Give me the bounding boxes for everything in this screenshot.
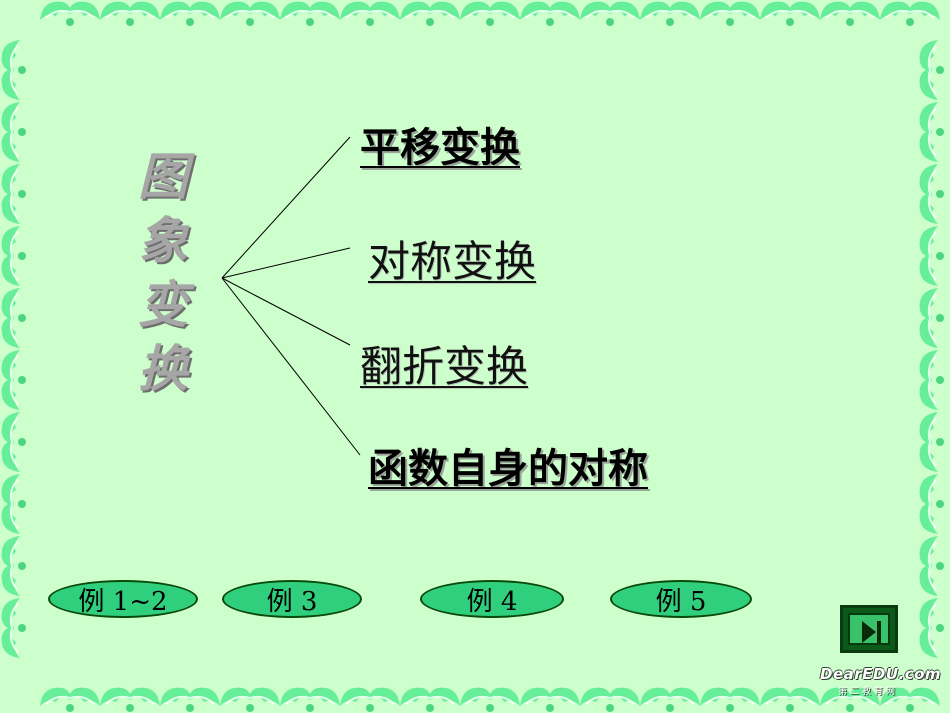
- example-button-3[interactable]: 例 3: [222, 580, 362, 618]
- flower-ornament: [0, 101, 27, 163]
- example-label: 例 5: [655, 586, 707, 617]
- flower-ornament: [459, 686, 521, 713]
- flower-ornament: [579, 686, 641, 713]
- example-button-1[interactable]: 例 1~2: [48, 580, 198, 618]
- title-char: 图: [138, 147, 188, 206]
- vertical-title: 图 象 变 换: [128, 145, 198, 401]
- flower-ornament: [0, 411, 27, 473]
- flower-ornament: [918, 597, 945, 659]
- logo: DearEDU.com: [820, 665, 942, 683]
- flower-ornament: [0, 597, 27, 659]
- logo-subtitle: 第二教育网: [838, 687, 899, 697]
- flower-ornament: [459, 0, 521, 27]
- flower-ornament: [159, 686, 221, 713]
- flower-ornament: [0, 163, 27, 225]
- title-char: 象: [138, 211, 188, 270]
- flower-ornament: [879, 0, 941, 27]
- connector-lines: [221, 136, 361, 456]
- flower-ornament: [99, 0, 161, 27]
- title-char: 变: [138, 275, 188, 334]
- flower-ornament: [0, 225, 27, 287]
- flower-ornament: [0, 349, 27, 411]
- flower-ornament: [279, 0, 341, 27]
- flower-ornament: [579, 0, 641, 27]
- example-label: 例 1~2: [78, 586, 168, 617]
- flower-ornament: [918, 473, 945, 535]
- flower-ornament: [519, 686, 581, 713]
- flower-ornament: [699, 0, 761, 27]
- flower-ornament: [159, 0, 221, 27]
- flower-ornament: [918, 101, 945, 163]
- flower-ornament: [759, 686, 821, 713]
- example-button-5[interactable]: 例 5: [610, 580, 752, 618]
- flower-ornament: [699, 686, 761, 713]
- flower-ornament: [0, 287, 27, 349]
- flower-ornament: [0, 473, 27, 535]
- link-translation[interactable]: 平移变换: [360, 125, 520, 171]
- flower-ornament: [918, 349, 945, 411]
- flower-ornament: [918, 39, 945, 101]
- example-button-4[interactable]: 例 4: [420, 580, 564, 618]
- flower-ornament: [918, 225, 945, 287]
- flower-ornament: [399, 686, 461, 713]
- flower-ornament: [279, 686, 341, 713]
- title-char: 换: [138, 339, 188, 398]
- flower-ornament: [339, 686, 401, 713]
- example-label: 例 3: [266, 586, 318, 617]
- link-symmetry[interactable]: 对称变换: [368, 237, 537, 286]
- flower-ornament: [219, 0, 281, 27]
- flower-ornament: [219, 686, 281, 713]
- skip-forward-icon: [862, 621, 881, 643]
- flower-ornament: [918, 535, 945, 597]
- flower-ornament: [519, 0, 581, 27]
- flower-ornament: [399, 0, 461, 27]
- flower-ornament: [99, 686, 161, 713]
- flower-ornament: [39, 686, 101, 713]
- flower-ornament: [339, 0, 401, 27]
- flower-ornament: [918, 163, 945, 225]
- flower-ornament: [759, 0, 821, 27]
- example-label: 例 4: [466, 586, 518, 617]
- flower-ornament: [0, 535, 27, 597]
- next-slide-button[interactable]: [840, 605, 898, 653]
- link-self-symmetry[interactable]: 函数自身的对称: [368, 446, 648, 492]
- link-fold[interactable]: 翻折变换: [360, 342, 529, 391]
- flower-ornament: [39, 0, 101, 27]
- flower-ornament: [918, 287, 945, 349]
- flower-ornament: [0, 39, 27, 101]
- flower-ornament: [639, 0, 701, 27]
- flower-ornament: [639, 686, 701, 713]
- flower-ornament: [819, 0, 881, 27]
- flower-ornament: [918, 411, 945, 473]
